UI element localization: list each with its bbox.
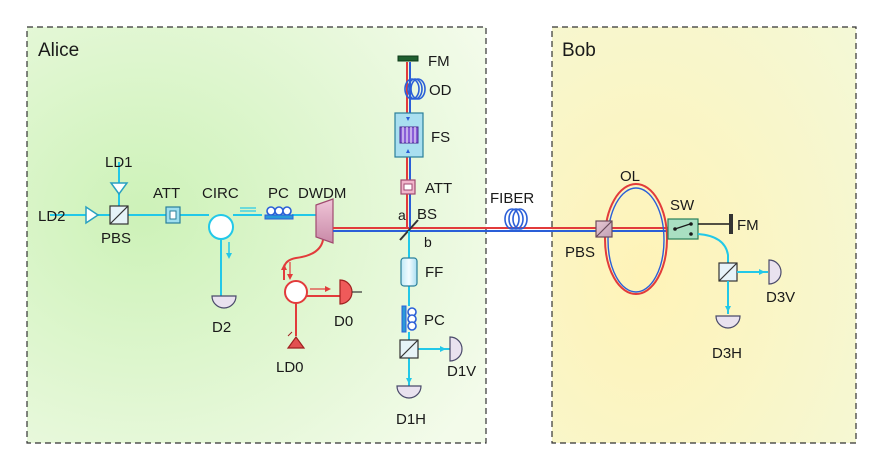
- att-left-label: ATT: [153, 185, 180, 202]
- dwdm-icon: [315, 198, 334, 244]
- red-arrow-down: [287, 274, 293, 280]
- d1v-arrow-head: [440, 346, 446, 352]
- fm-top-label: FM: [428, 53, 450, 70]
- ol-label: OL: [620, 168, 640, 185]
- circ-label: CIRC: [202, 185, 239, 202]
- pc-left-icon: [264, 206, 294, 220]
- alice-panel: [26, 26, 487, 444]
- fiber-spool-icon: [504, 208, 528, 230]
- alice-title: Alice: [38, 40, 79, 61]
- d3v-arrow-head: [759, 269, 765, 275]
- pbs-left-icon: [109, 205, 129, 225]
- att-left-icon: [165, 206, 181, 224]
- circulator-icon: [208, 214, 234, 240]
- d3v-detector-icon: [768, 259, 782, 285]
- pc-mid-icon: [401, 305, 417, 333]
- ld2-label: LD2: [38, 208, 66, 225]
- sw-label: SW: [670, 197, 695, 214]
- pbs-bob-icon: [718, 262, 738, 282]
- fs-label: FS: [431, 129, 450, 146]
- d1h-arrow-head: [406, 378, 412, 384]
- beam-splitter-icon: [399, 219, 419, 241]
- red-arrow-right: [325, 286, 331, 292]
- pbs-right-label: PBS: [565, 244, 595, 261]
- d3v-label: D3V: [766, 289, 795, 306]
- ol-loop-red: [604, 183, 668, 295]
- d0-detector-icon: [339, 279, 353, 305]
- red-arrow-up: [281, 264, 287, 270]
- ld1-laser-icon: [109, 182, 129, 196]
- sw-switch-icon: [667, 218, 699, 240]
- ld1-label: LD1: [105, 154, 133, 171]
- pbs-mid-icon: [399, 339, 419, 359]
- ld0-laser-icon: [286, 335, 306, 349]
- main-fiber-line: [333, 227, 668, 232]
- att-top-icon: [400, 179, 416, 195]
- dwdm-label: DWDM: [298, 185, 346, 202]
- fiber-label: FIBER: [490, 190, 534, 207]
- d1v-detector-icon: [449, 336, 463, 362]
- d3h-label: D3H: [712, 345, 742, 362]
- att-top-label: ATT: [425, 180, 452, 197]
- sw-cyan-output: [697, 233, 729, 263]
- d0-label: D0: [334, 313, 353, 330]
- d1v-label: D1V: [447, 363, 476, 380]
- pc-left-label: PC: [268, 185, 289, 202]
- pc-mid-label: PC: [424, 312, 445, 329]
- ol-loop-blue: [607, 187, 665, 293]
- d1h-label: D1H: [396, 411, 426, 428]
- d2-label: D2: [212, 319, 231, 336]
- pbs-right-icon: [595, 220, 613, 238]
- circ-arrow-head: [226, 253, 232, 259]
- ff-label: FF: [425, 264, 443, 281]
- bob-title: Bob: [562, 40, 596, 61]
- pc-left-arrows: [240, 207, 256, 212]
- ff-faraday-icon: [400, 257, 418, 287]
- d3h-detector-icon: [715, 315, 741, 329]
- d3h-arrow-head: [725, 306, 731, 312]
- ld2-laser-icon: [85, 205, 100, 225]
- ld0-label: LD0: [276, 359, 304, 376]
- port-a-label: a: [398, 207, 406, 223]
- bs-label: BS: [417, 206, 437, 223]
- fm-right-label: FM: [737, 217, 759, 234]
- port-b-label: b: [424, 234, 432, 250]
- od-label: OD: [429, 82, 452, 99]
- fm-right-mirror-icon: [729, 214, 733, 234]
- fs-box-icon: [394, 112, 424, 158]
- od-spool-icon: [404, 78, 426, 100]
- red-circulator-icon: [284, 280, 308, 304]
- ld0-mark: [287, 331, 293, 337]
- d2-detector-icon: [211, 295, 237, 309]
- pbs-left-label: PBS: [101, 230, 131, 247]
- fm-top-mirror-icon: [397, 55, 419, 62]
- d1h-detector-icon: [396, 385, 422, 399]
